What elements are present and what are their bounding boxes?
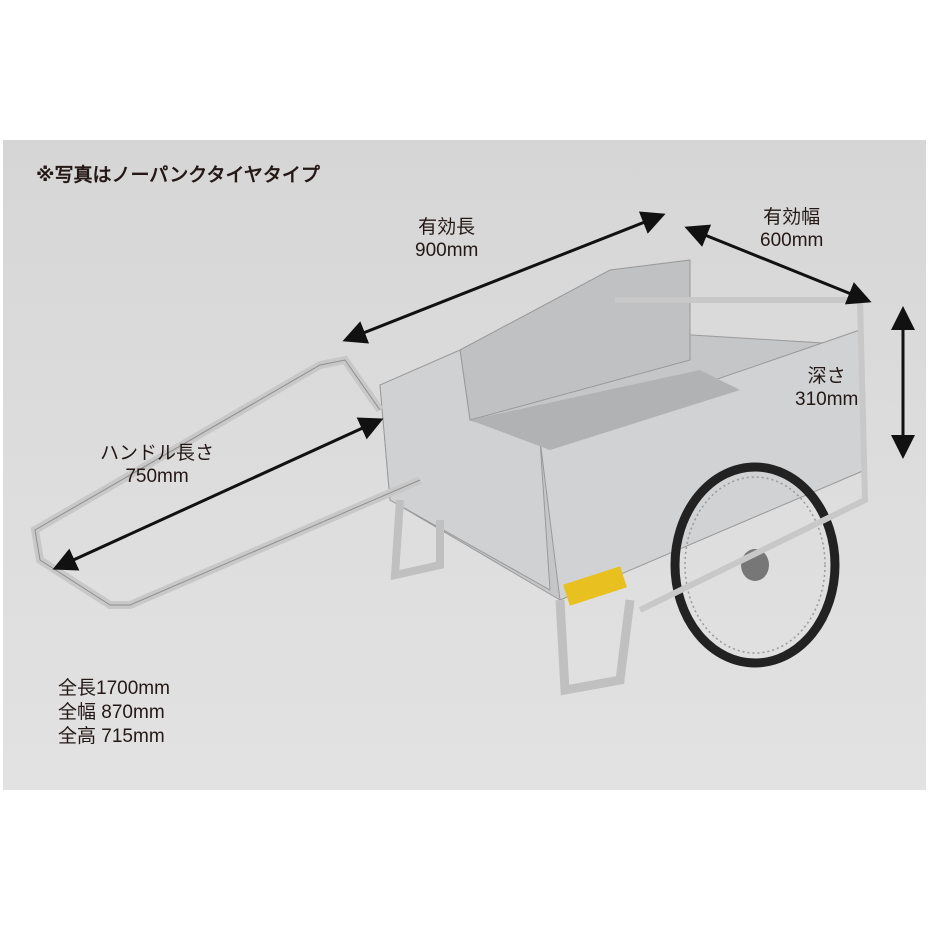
spec-row: 全幅 870mm <box>58 701 170 725</box>
effective-width-label: 有効幅 600mm <box>760 206 823 252</box>
effective-length-value: 900mm <box>415 240 479 261</box>
depth-value: 310mm <box>795 389 859 410</box>
length-arrow <box>342 211 666 344</box>
spec-row: 全高 715mm <box>58 725 170 749</box>
spec-label: 全高 <box>58 726 97 747</box>
effective-width-value: 600mm <box>760 230 824 251</box>
handle-arrow <box>52 417 384 571</box>
depth-title: 深さ <box>807 366 846 387</box>
effective-length-title: 有効長 <box>418 217 476 238</box>
spec-label: 全幅 <box>58 702 97 723</box>
handle-length-value: 750mm <box>125 466 189 487</box>
spec-value: 1700mm <box>96 678 170 699</box>
handle-length-title: ハンドル長さ <box>100 443 215 464</box>
spec-value: 870mm <box>96 702 165 723</box>
spec-label: 全長 <box>58 678 97 699</box>
depth-label: 深さ 310mm <box>795 365 858 411</box>
spec-value: 715mm <box>96 726 165 747</box>
effective-length-label: 有効長 900mm <box>415 216 478 262</box>
photo-note: ※写真はノーパンクタイヤタイプ <box>36 165 320 186</box>
width-arrow <box>684 224 872 305</box>
effective-width-title: 有効幅 <box>763 207 821 228</box>
spec-row: 全長1700mm <box>58 677 170 701</box>
overall-specs: 全長1700mm 全幅 870mm 全高 715mm <box>58 677 170 749</box>
handle-length-label: ハンドル長さ 750mm <box>100 442 214 488</box>
